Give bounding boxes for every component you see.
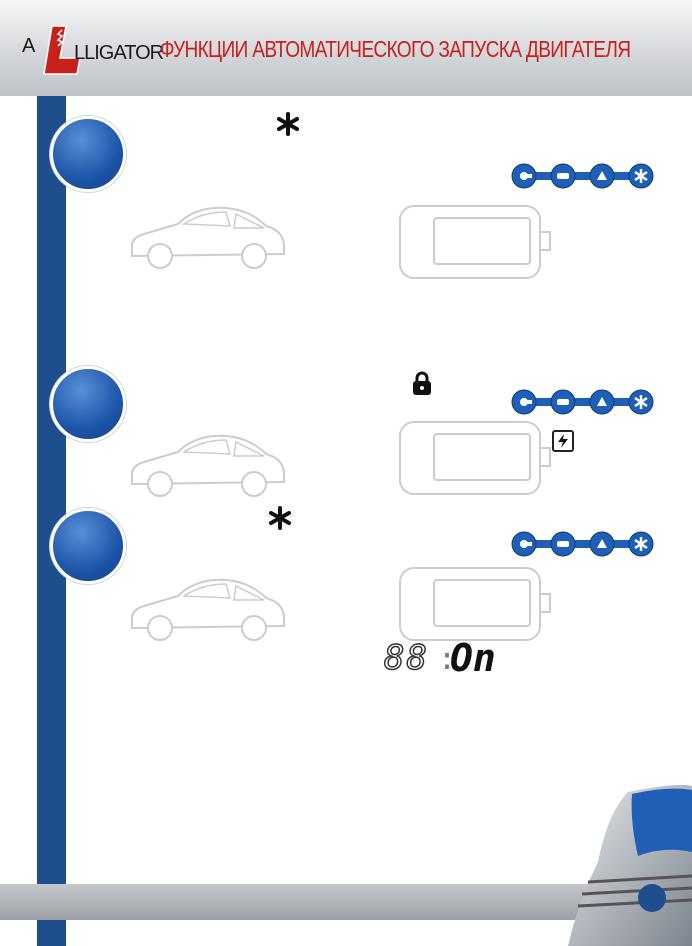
asterisk-key-icon: [628, 389, 654, 415]
page-title: ФУНКЦИИ АВТОМАТИЧЕСКОГО ЗАПУСКА ДВИГАТЕЛ…: [160, 36, 631, 62]
key-1-icon: [511, 163, 537, 189]
step-2-circle: [50, 366, 126, 442]
lcd-dim-digits: 88: [383, 637, 429, 679]
keyset-graphic: [511, 531, 654, 557]
key-1-icon: [511, 531, 537, 557]
footer-bar: [0, 884, 692, 920]
lcd-value: On: [450, 636, 496, 680]
keyset-3: [510, 530, 656, 558]
key-2-icon: [550, 163, 576, 189]
keyset-bar: [516, 398, 650, 406]
asterisk-key-icon: [628, 163, 654, 189]
key-2-icon: [550, 389, 576, 415]
asterisk-icon: [269, 506, 291, 530]
key-3-icon: [589, 531, 615, 557]
keyset-bar: [516, 172, 650, 180]
step-1-circle: [50, 116, 126, 192]
lcd-display: 88 : On: [383, 634, 504, 680]
remote-fob: [399, 205, 551, 279]
step-3-circle: [50, 508, 126, 584]
page-header: A LLIGATOR ФУНКЦИИ АВТОМАТИЧЕСКОГО ЗАПУС…: [0, 0, 692, 96]
car-illustration: [130, 578, 285, 641]
keyset-graphic: [511, 163, 654, 189]
asterisk-key-icon: [628, 531, 654, 557]
lcd-colon: :: [438, 642, 457, 677]
logo-mark: A: [22, 25, 81, 75]
asterisk-icon: [277, 112, 299, 136]
key-3-icon: [589, 163, 615, 189]
svg-text:A: A: [22, 35, 36, 57]
car-illustration: [130, 434, 285, 497]
remote-fob: [399, 421, 551, 495]
remote-fob: [399, 567, 551, 641]
lock-icon: [413, 371, 431, 395]
alligator-logo: A LLIGATOR: [22, 22, 164, 78]
key-2-icon: [550, 531, 576, 557]
keyset-1: [510, 162, 656, 190]
car-illustration: [130, 206, 285, 269]
keyset-bar: [516, 540, 650, 548]
lightning-icon: [552, 430, 574, 452]
key-1-icon: [511, 389, 537, 415]
key-3-icon: [589, 389, 615, 415]
keyset-2: [510, 388, 656, 416]
car-front-decoration: [568, 784, 692, 946]
keyset-graphic: [511, 389, 654, 415]
logo-text: LLIGATOR: [74, 42, 164, 64]
